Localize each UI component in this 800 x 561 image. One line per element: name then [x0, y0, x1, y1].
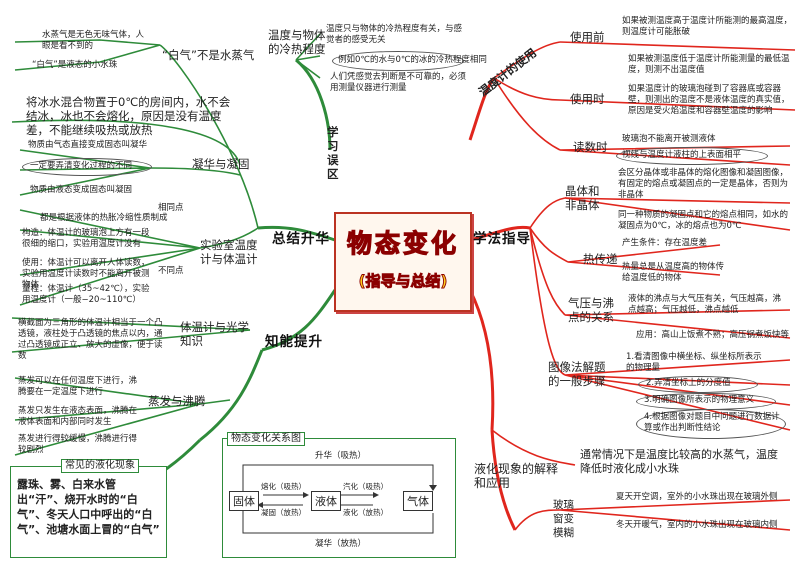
- heat-label: 热传递: [583, 252, 618, 266]
- fog-label: 玻璃窗变模糊: [553, 499, 574, 539]
- white-gas-label: “白气”不是水蒸气: [162, 48, 255, 62]
- same-tag: 相同点: [158, 203, 184, 213]
- boiling-item-3: 蒸发进行得较缓慢，沸腾进行得较剧烈: [18, 434, 138, 455]
- cooling-item-2: 例如0℃的水与0℃的冰的冷热程度相同: [338, 55, 487, 65]
- in-use-text: 如果温度计的玻璃泡碰到了容器底或容器壁，则测出的温度不是液体温度的真实值，原因是…: [628, 84, 790, 116]
- phase-title: 物态变化关系图: [227, 432, 305, 446]
- condense-item-2: 一定要弄清变化过程的不同: [30, 161, 133, 171]
- branch-method: 学法指导: [473, 231, 531, 247]
- phase-vapor: 汽化（吸热）: [343, 482, 388, 491]
- phase-top: 升华（吸热）: [315, 451, 367, 461]
- heat-item-2: 热量总是从温度高的物体传给温度低的物体: [622, 262, 725, 283]
- phase-freeze: 凝固（放热）: [261, 508, 306, 517]
- white-gas-item-1: 水蒸气是无色无味气体，人眼是看不到的: [42, 30, 145, 51]
- phase-diagram-panel: 物态变化关系图 升华（吸热） 凝华（放热） 固体 液体 气体 熔化（吸热） 凝固…: [222, 432, 456, 558]
- boiling-item-1: 蒸发可以在任何温度下进行，沸腾要在一定温度下进行: [18, 376, 138, 397]
- boiling-item-2: 蒸发只发生在液态表面，沸腾在液体表面和内部同时发生: [18, 406, 138, 427]
- phase-bottom: 凝华（放热）: [315, 539, 367, 549]
- graph-label: 图像法解题的一般步骤: [548, 360, 606, 388]
- center-title-card: 物态变化 (指导与总结): [334, 212, 472, 312]
- fog-item-1: 夏天开空调，室外的小水珠出现在玻璃外侧: [616, 492, 778, 502]
- liquefy-panel: 常见的液化现象 露珠、雾、白来水管出“汗”、烧开水时的“白气”、冬天人口中呼出的…: [10, 459, 167, 558]
- state-gas: 气体: [403, 491, 433, 511]
- pressure-item-1: 液体的沸点与大气压有关，气压越高，沸点越高；气压越低，沸点越低: [628, 294, 782, 315]
- phase-arrows: [239, 464, 437, 534]
- liquefaction-text: 通常情况下是温度比较高的水蒸气，温度降低时液化成小水珠: [580, 448, 778, 475]
- pressure-label: 气压与沸点的关系: [568, 296, 614, 324]
- reading-oval: [616, 147, 768, 165]
- branch-summary: 总结升华: [272, 231, 330, 247]
- condense-label: 凝华与凝固: [192, 157, 250, 171]
- diff-3: 量程：体温计（35~42℃），实验用温度计（一般−20~110℃）: [22, 284, 150, 305]
- graph-step-4-oval: [636, 409, 786, 439]
- condense-item-1: 物质由气态直接变成固态叫凝华: [28, 140, 148, 150]
- ice-water-note: 将冰水混合物置于0℃的房间内，水不会结冰，冰也不会熔化，原因是没有温度差，不能继…: [26, 95, 231, 137]
- fog-item-2: 冬天开暖气，室内的小水珠出现在玻璃内侧: [616, 520, 778, 530]
- phase-melt: 熔化（吸热）: [261, 482, 306, 491]
- optics-label: 体温计与光学知识: [180, 320, 249, 348]
- state-solid: 固体: [229, 491, 259, 511]
- center-title: 物态变化: [346, 228, 459, 258]
- reading-item-2: 视线与温度计液柱的上表面相平: [622, 150, 742, 160]
- graph-step-3: 3.明确图像所表示的物理意义: [644, 395, 755, 405]
- branch-misconceptions: 学习误区: [327, 125, 339, 181]
- white-gas-item-2: “白气”是液态的小水珠: [32, 60, 118, 70]
- liquefaction-label: 液化现象的解释和应用: [474, 462, 559, 490]
- condense-oval: [22, 158, 152, 176]
- branch-knowledge: 知能提升: [265, 334, 323, 350]
- lab-thermo-label: 实验室温度计与体温计: [200, 238, 258, 266]
- graph-step-2: 2.弄清坐标上的分度值: [646, 378, 731, 388]
- cooling-item-1: 温度只与物体的冷热程度有关，与感觉者的感受无关: [326, 24, 463, 45]
- reading-label: 读数时: [573, 140, 608, 154]
- center-subtitle: (指导与总结): [358, 272, 448, 291]
- crystal-item-1: 会区分晶体或非晶体的熔化图像和凝固图像，有固定的熔点或凝固点的一定是晶体，否则为…: [618, 168, 789, 200]
- heat-item-1: 产生条件：存在温度差: [622, 238, 708, 248]
- crystal-item-2: 同一种物质的凝固点和它的熔点相同，如水的凝固点为0℃，冰的熔点也为0℃: [618, 210, 789, 231]
- phase-cond: 液化（放热）: [343, 508, 388, 517]
- use-before-item-1: 如果被测温度高于温度计所能测的最高温度，则温度计可能胀破: [622, 16, 793, 37]
- same-text: 都是根据液体的热胀冷缩性质制成: [40, 213, 168, 223]
- cooling-oval: [332, 51, 464, 71]
- liquefy-text: 露珠、雾、白来水管出“汗”、烧开水时的“白气”、冬天人口中呼出的“白气”、池塘水…: [17, 478, 160, 536]
- pressure-item-2: 应用：高山上饭煮不熟；高压锅煮饭快等: [636, 330, 790, 340]
- diff-tag: 不同点: [158, 266, 184, 276]
- in-use-label: 使用时: [570, 92, 605, 106]
- crystal-label: 晶体和非晶体: [565, 184, 600, 212]
- diff-2: 使用：体温计可以离开人体读数，实验用温度计读数时不能离开被测物体: [22, 258, 150, 290]
- reading-item-1: 玻璃泡不能离开被测液体: [622, 134, 716, 144]
- graph-step-1: 1.看清图像中横坐标、纵坐标所表示的物理量: [626, 352, 762, 373]
- use-before-item-2: 如果被测温度低于温度计所能测量的最低温度，则测不出温度值: [628, 54, 790, 75]
- boiling-label: 蒸发与沸腾: [148, 394, 206, 408]
- cooling-label: 温度与物体的冷热程度: [268, 28, 326, 56]
- optics-text: 横截面为三角形的体温计相当于一个凸透镜，液柱处于凸透镜的焦点以内，通过凸透镜成正…: [18, 318, 163, 361]
- use-before-label: 使用前: [570, 30, 605, 44]
- state-liquid: 液体: [311, 491, 341, 511]
- graph-step-4: 4.根据图像对题目中问题进行数据计算或作出判断性结论: [644, 412, 780, 433]
- liquefy-label: 常见的液化现象: [61, 459, 139, 473]
- condense-item-3: 物质由液态变成固态叫凝固: [30, 185, 133, 195]
- diff-1: 构造：体温计的玻璃泡上方有一段很细的缩口，实验用温度计没有: [22, 228, 150, 249]
- cooling-item-3: 人们凭感觉去判断是不可靠的，必须用测量仪器进行测量: [330, 72, 467, 93]
